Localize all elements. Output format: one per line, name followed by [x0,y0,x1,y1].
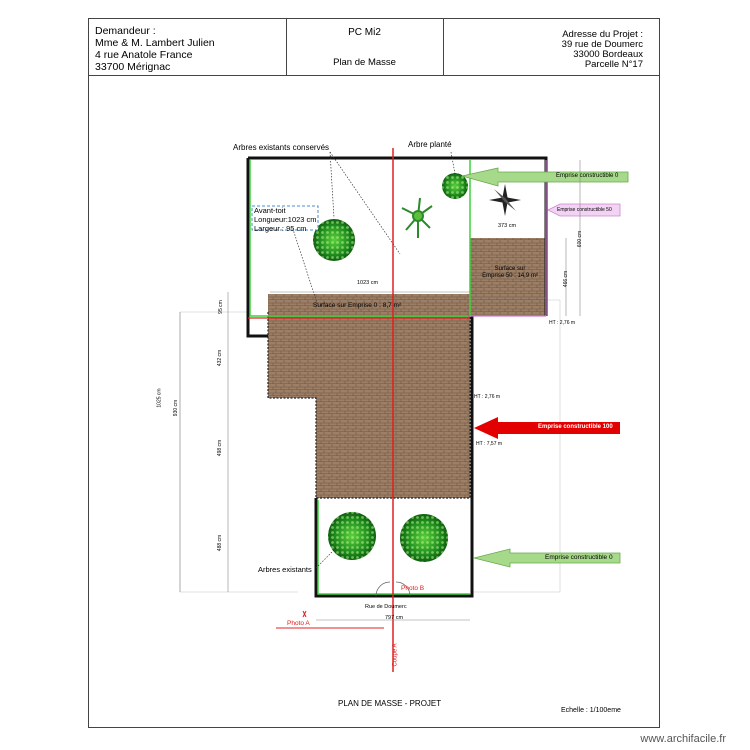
eave-box [251,205,319,231]
emprise-50-label: Emprise constructible 50 [557,207,612,213]
dim-373: 373 cm [498,223,517,229]
emprise-0-top-label: Emprise constructible 0 [556,173,619,179]
dim-466: 466 cm [563,270,570,288]
emprise-100-arrow [474,417,620,439]
applicant-title: Demandeur : [95,25,156,37]
doc-title: Plan de Masse [333,57,396,68]
height-757: HT : 7,57 m [476,441,503,447]
building-outline [267,312,471,499]
dim-1023: 1023 cm [357,280,379,286]
height-276-b: HT : 2,76 m [474,394,501,400]
applicant-cell: Demandeur : Mme & M. Lambert Julien 4 ru… [89,19,287,75]
applicant-street: 4 rue Anatole France [95,49,193,61]
green-limit-lines [249,160,471,595]
roof-annex [470,238,545,316]
dim-488: 488 cm [217,534,224,552]
emprise-50-arrow [547,203,621,217]
surface-50-line-2: Emprise 50 : 14,9 m² [482,273,538,279]
dim-95: 95 cm [217,300,224,314]
height-276-a: HT : 2,76 m [549,320,576,326]
label-trees-kept: Arbres existants conservés [233,143,330,152]
project-street: 39 rue de Doumerc [561,39,643,50]
surface-50-line-1: Surface sur [494,266,526,272]
building-roof [268,294,470,498]
dim-600: 600 cm [577,230,584,248]
photo-markers [276,610,384,629]
scale-label: Echelle : 1/100eme [561,707,621,714]
eave-line-2: Longueur:1023 cm [254,215,317,224]
entrance-gate-icon [375,581,411,597]
photo-a-label: Photo A [287,620,310,627]
eave-line-3: Largeur : 95 cm [254,224,307,233]
pink-limit-line [470,160,547,317]
dim-498: 498 cm [217,439,224,457]
dim-930: 930 cm [173,399,180,417]
dim-1025: 1025 cm [156,388,163,408]
applicant-city: 33700 Mérignac [95,61,171,73]
footer-site-link[interactable]: www.archifacile.fr [640,733,726,745]
eave-line-1: Avant-toit [254,206,286,215]
document-cell: PC Mi2 Plan de Masse [286,19,444,75]
emprise-100-label: Emprise constructible 100 [538,424,613,430]
surface-0: Surface sur Emprise 0 : 8,7 m² [313,302,402,309]
dimension-lines [179,160,581,621]
doc-code: PC Mi2 [348,27,381,38]
applicant-name: Mme & M. Lambert Julien [95,37,215,49]
dim-432: 432 cm [217,349,224,367]
plan-title: PLAN DE MASSE - PROJET [338,699,442,708]
emprise-0-bottom-label: Emprise constructible 0 [545,554,613,561]
photo-b-label: Photo B [401,585,425,592]
tree-kept-2 [401,197,433,238]
leader-lines [289,151,456,569]
project-parcel: Parcelle N°17 [584,59,643,70]
property-boundary [246,156,548,598]
emprise-0-bottom-arrow [473,548,621,568]
dim-797: 797 cm [385,615,404,621]
emprise-0-top-arrow [461,167,629,187]
north-compass-icon [489,184,521,216]
project-title: Adresse du Projet : [562,29,643,40]
coupe-a-label: Coupe A [392,643,399,667]
street-label: Rue de Doumerc [365,604,407,610]
eave-info: Avant-toit Longueur:1023 cm Largeur : 95… [254,206,317,233]
label-tree-planted: Arbre planté [408,140,452,149]
project-city: 33000 Bordeaux [573,49,643,60]
label-trees-existing: Arbres existants [258,565,312,574]
surface-50: Surface sur Emprise 50 : 14,9 m² [474,266,546,280]
title-block: Demandeur : Mme & M. Lambert Julien 4 ru… [88,18,660,76]
